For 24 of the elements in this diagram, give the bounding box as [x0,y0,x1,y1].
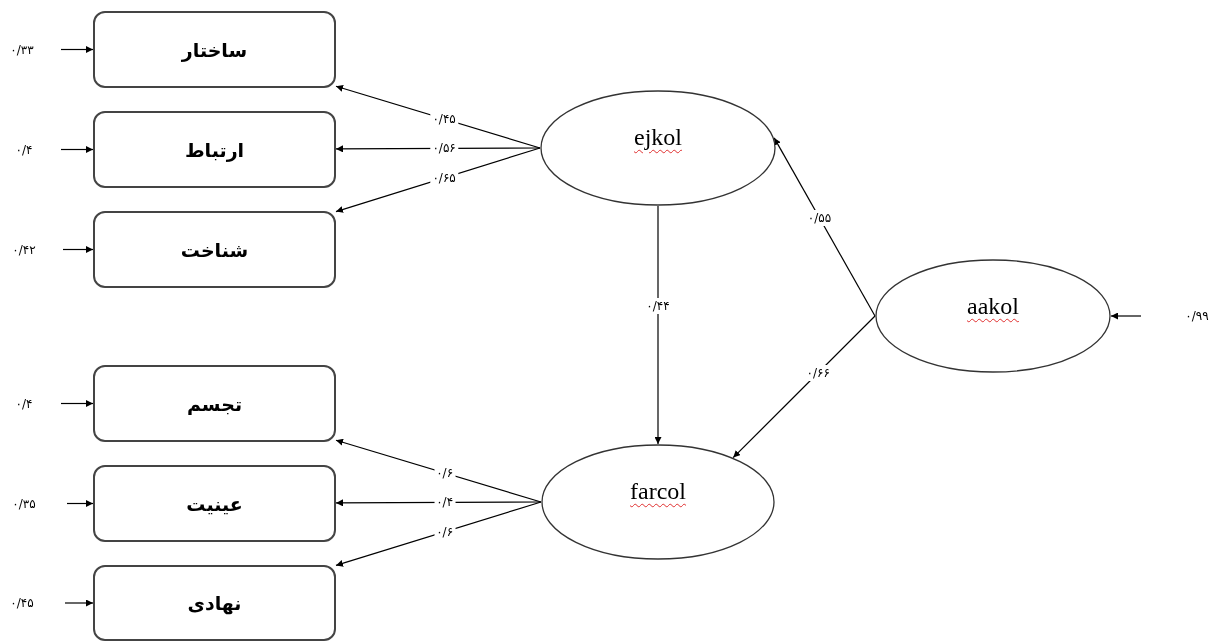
arrow [66,500,94,507]
arrow [773,137,876,317]
indicator-box: تجسم [93,365,336,442]
latent-variable-ellipse: farcol [541,444,775,560]
indicator-box: ساختار [93,11,336,88]
indicator-box: ارتباط [93,111,336,188]
arrow [60,46,94,53]
arrow [335,499,542,507]
arrow [1110,312,1142,320]
arrow [732,315,876,459]
arrow [335,501,542,567]
latent-variable-ellipse: aakol [875,259,1111,373]
arrow [62,246,94,253]
arrow [64,599,94,607]
indicator-box: نهادی [93,565,336,641]
arrow [654,205,662,445]
edge-label: ۰/۴۵ [430,111,458,127]
edge-label: ۰/۴ [434,494,456,511]
edge-label: ۰/۵۶ [430,140,458,157]
indicator-box: عینیت [93,465,336,542]
indicator-box: شناخت [93,211,336,288]
arrow [60,146,94,153]
arrow [60,400,94,407]
latent-variable-ellipse: ejkol [540,90,776,206]
